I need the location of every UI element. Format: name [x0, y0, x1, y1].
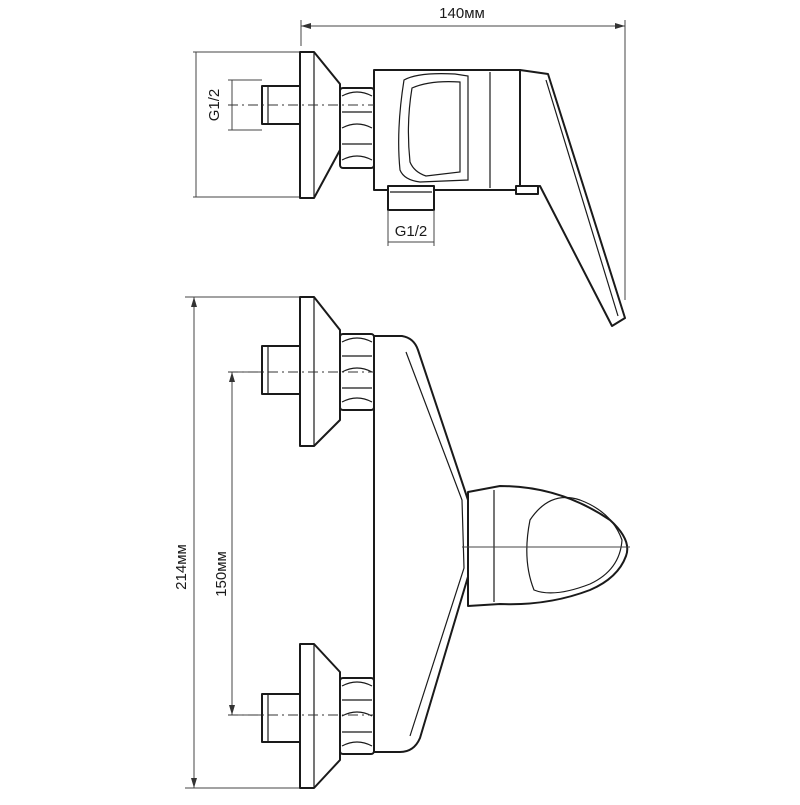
- front-body: [373, 335, 471, 753]
- top-bottom-outlet: [387, 185, 435, 211]
- height-centers-dimension: 150мм: [213, 371, 262, 716]
- height-centers-label: 150мм: [213, 551, 230, 597]
- front-lever: [467, 485, 629, 607]
- width-label: 140мм: [439, 5, 485, 22]
- upper-inlet: [261, 296, 375, 447]
- front-view: 214мм 150мм: [173, 104, 630, 789]
- top-flange: [299, 51, 341, 199]
- lower-flange: [299, 643, 341, 789]
- width-dimension: 140мм: [300, 5, 626, 300]
- lower-inlet: [261, 643, 375, 789]
- top-view: 140мм G1/2: [193, 5, 626, 327]
- thread-bottom-label: G1/2: [395, 223, 428, 240]
- top-small-cap: [515, 185, 539, 195]
- height-total-label: 214мм: [173, 544, 190, 590]
- thread-back-label: G1/2: [206, 89, 223, 122]
- thread-bottom-dimension: G1/2: [387, 210, 435, 246]
- height-total-dimension: 214мм: [173, 296, 300, 789]
- top-body: [373, 69, 521, 191]
